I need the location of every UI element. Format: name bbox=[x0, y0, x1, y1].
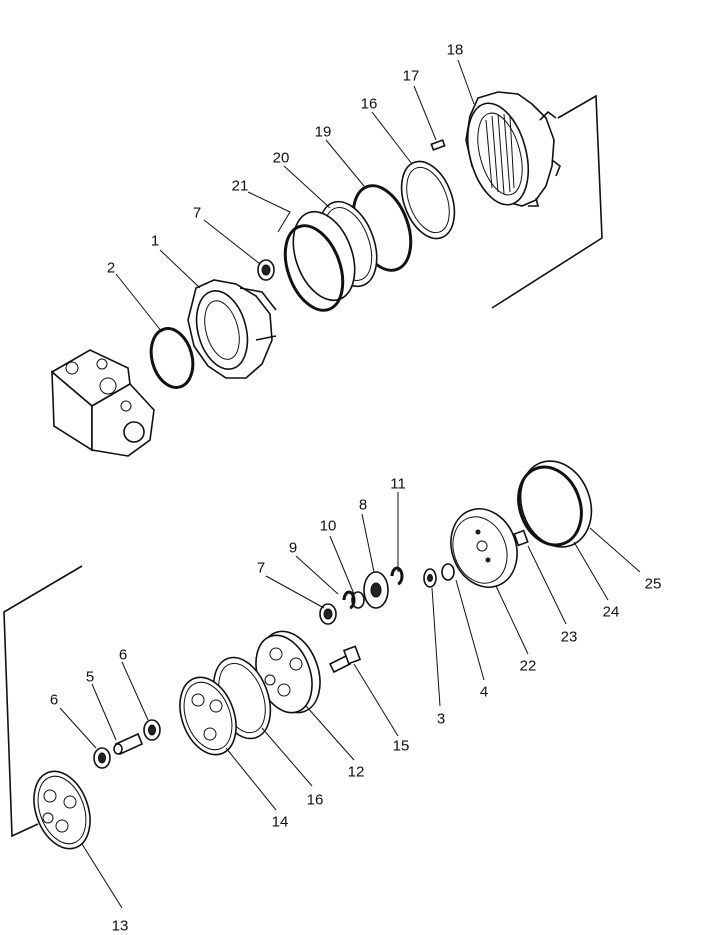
callout-11: 11 bbox=[390, 475, 406, 493]
part-14-gear-plate bbox=[179, 676, 237, 756]
part-5-shaft bbox=[113, 732, 144, 756]
callout-18: 18 bbox=[446, 41, 464, 59]
leader-lines bbox=[59, 59, 641, 909]
part-11-snap-ring bbox=[390, 566, 404, 586]
callout-25: 25 bbox=[644, 575, 662, 593]
callout-15: 15 bbox=[392, 737, 410, 755]
callout-7-upper: 7 bbox=[192, 204, 202, 222]
callout-6-right: 6 bbox=[118, 646, 128, 664]
part-6-bearing-right bbox=[143, 719, 161, 741]
callout-9: 9 bbox=[288, 539, 298, 557]
part-16-ring-upper bbox=[400, 160, 456, 240]
motor-block bbox=[50, 349, 155, 457]
part-2-o-ring bbox=[149, 327, 195, 389]
callout-13: 13 bbox=[111, 917, 129, 935]
callout-24: 24 bbox=[602, 603, 620, 621]
part-3-sun-gear bbox=[423, 568, 437, 588]
part-4-washer bbox=[441, 563, 455, 581]
callout-1: 1 bbox=[150, 232, 160, 250]
part-1-hub bbox=[187, 279, 277, 379]
part-12-carrier bbox=[255, 630, 321, 714]
part-25-cover-ring bbox=[519, 460, 593, 548]
callout-23: 23 bbox=[560, 628, 578, 646]
callout-21: 21 bbox=[231, 177, 249, 195]
callout-16-lower: 16 bbox=[306, 791, 324, 809]
callout-17: 17 bbox=[402, 67, 420, 85]
callout-8: 8 bbox=[358, 496, 368, 514]
callout-12: 12 bbox=[347, 763, 365, 781]
part-6-bearing-left bbox=[93, 747, 111, 769]
callout-22: 22 bbox=[519, 657, 537, 675]
part-23-plug bbox=[513, 529, 529, 547]
callout-6-left: 6 bbox=[49, 691, 59, 709]
part-7-bearing-lower bbox=[319, 603, 337, 625]
callout-4: 4 bbox=[479, 683, 489, 701]
part-8-gear bbox=[363, 571, 389, 609]
part-24-o-ring bbox=[517, 465, 583, 547]
part-18-ring-gear-housing bbox=[465, 91, 561, 207]
part-21-floating-seal bbox=[283, 210, 356, 312]
part-17-pin bbox=[430, 139, 446, 151]
part-7-bearing-upper bbox=[257, 259, 275, 281]
upper-group-bracket bbox=[491, 94, 603, 309]
callout-3: 3 bbox=[436, 710, 446, 728]
callout-14: 14 bbox=[271, 813, 289, 831]
callout-16-upper: 16 bbox=[360, 95, 378, 113]
callout-19: 19 bbox=[314, 123, 332, 141]
part-15-bolt bbox=[328, 645, 362, 674]
part-9-snap-ring bbox=[342, 590, 356, 610]
callout-2: 2 bbox=[106, 259, 116, 277]
callout-20: 20 bbox=[272, 149, 290, 167]
callout-7-lower: 7 bbox=[256, 559, 266, 577]
part-13-gear-plate bbox=[33, 770, 91, 850]
part-22-cover bbox=[450, 508, 518, 588]
callout-10: 10 bbox=[319, 517, 337, 535]
lower-group-bracket bbox=[3, 565, 83, 838]
part-10-washer bbox=[351, 591, 365, 609]
callout-5: 5 bbox=[85, 668, 95, 686]
